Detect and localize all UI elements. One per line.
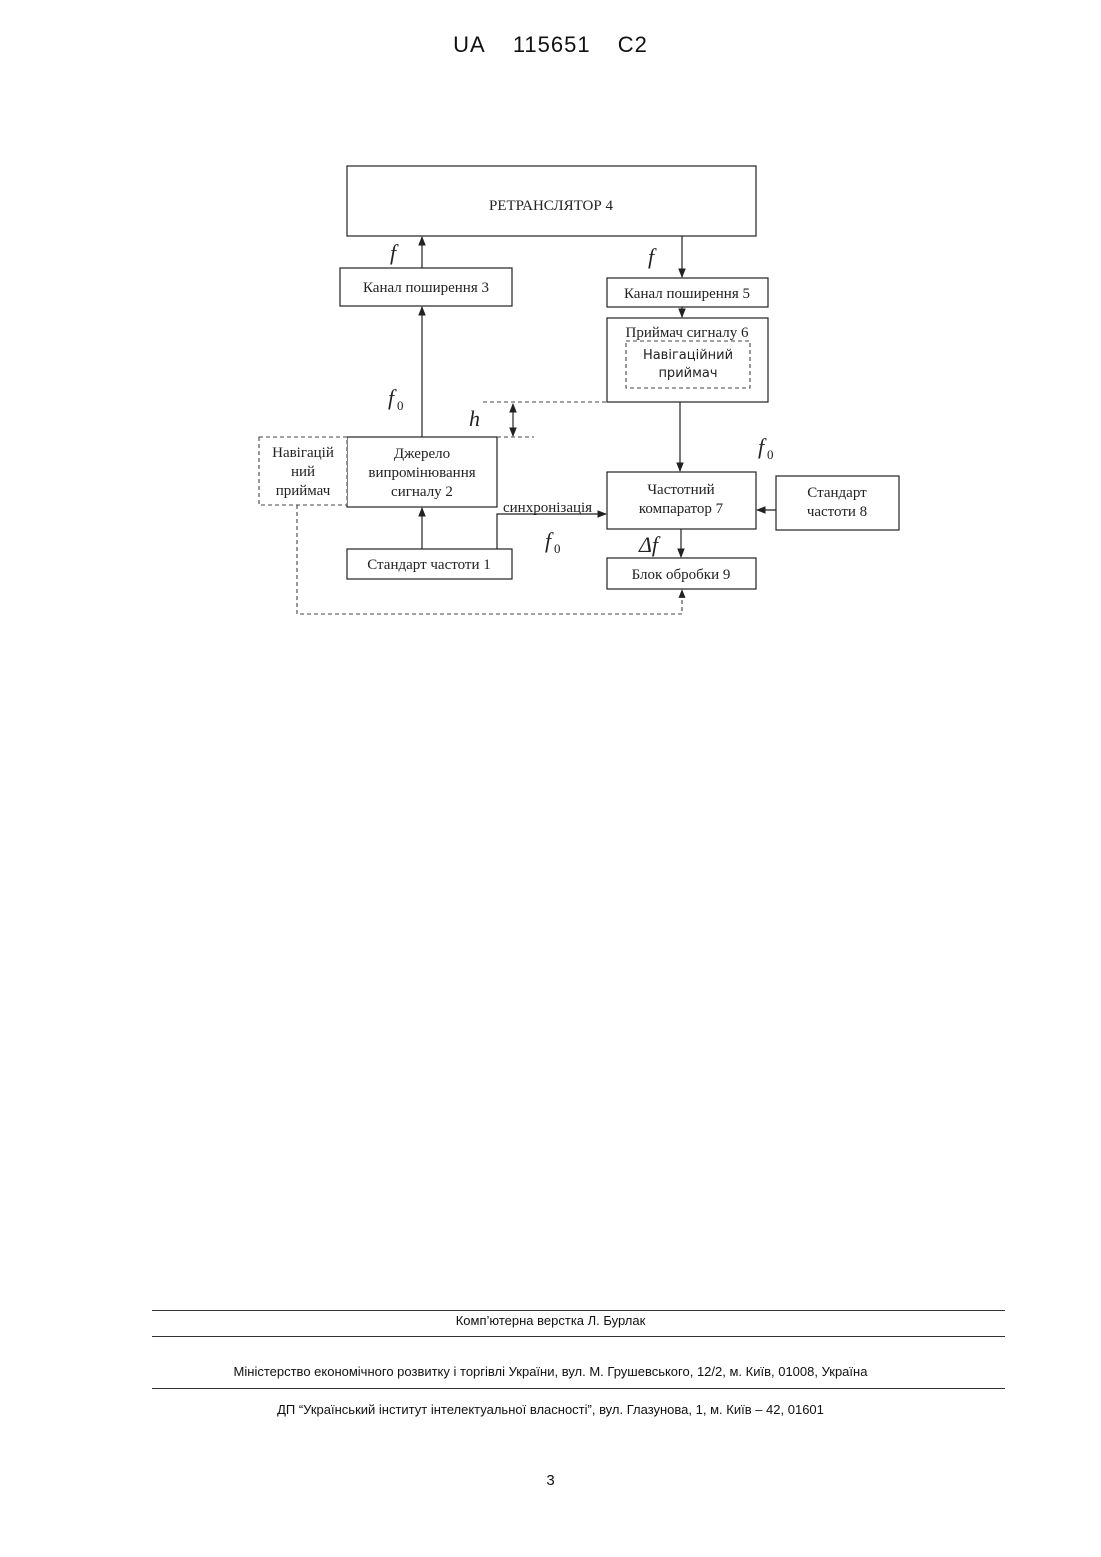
footer-rule-bottom — [152, 1388, 1005, 1389]
footer-ministry: Міністерство економічного розвитку і тор… — [0, 1364, 1101, 1379]
symbol-delta-f: Δf — [638, 532, 661, 557]
comparator7-line2: компаратор 7 — [639, 501, 724, 517]
sync-label: синхронізація — [503, 500, 592, 516]
standard8-line2: частоти 8 — [807, 504, 867, 520]
symbol-f0-standard-sub: 0 — [554, 541, 561, 556]
symbol-f-right: f — [648, 244, 657, 269]
nav-receiver-left-box: Навігацій ний приймач — [259, 437, 347, 505]
footer-layout: Комп’ютерна верстка Л. Бурлак — [0, 1313, 1101, 1328]
symbol-f-left: f — [390, 240, 399, 265]
source2-line2: випромінювання — [368, 465, 475, 481]
channel3-box: Канал поширення 3 — [340, 268, 512, 306]
symbol-h: h — [469, 406, 480, 431]
channel3-label: Канал поширення 3 — [363, 280, 489, 296]
block9-box: Блок обробки 9 — [607, 558, 756, 589]
channel5-box: Канал поширення 5 — [607, 278, 768, 307]
symbol-f0-comparator-sub: 0 — [767, 447, 774, 462]
nav-receiver-left-line3: приймач — [276, 483, 331, 499]
nav-receiver-inner-line1: Навігаційний — [643, 348, 733, 363]
nav-receiver-inner-line2: приймач — [658, 366, 717, 381]
footer-institute: ДП “Український інститут інтелектуальної… — [0, 1402, 1101, 1417]
standard1-box: Стандарт частоти 1 — [347, 549, 512, 579]
receiver6-label: Приймач сигналу 6 — [625, 325, 749, 341]
page-number: 3 — [0, 1472, 1101, 1489]
nav-receiver-left-line1: Навігацій — [272, 445, 334, 461]
source2-line1: Джерело — [394, 446, 450, 462]
retranslator-box: РЕТРАНСЛЯТОР 4 — [347, 166, 756, 236]
symbol-f0-source-sub: 0 — [397, 398, 404, 413]
symbol-f0-standard: f — [545, 528, 554, 553]
footer-rule-middle — [152, 1336, 1005, 1337]
comparator7-box: Частотний компаратор 7 — [607, 472, 756, 529]
symbol-f0-source: f — [388, 385, 397, 410]
standard8-box: Стандарт частоти 8 — [776, 476, 899, 530]
nav-receiver-left-line2: ний — [291, 464, 315, 480]
block-diagram: РЕТРАНСЛЯТОР 4 Канал поширення 3 Канал п… — [0, 0, 1101, 700]
footer-rule-top — [152, 1310, 1005, 1311]
receiver6-box: Приймач сигналу 6 Навігаційний приймач — [607, 318, 768, 402]
standard1-label: Стандарт частоти 1 — [367, 557, 490, 573]
channel5-label: Канал поширення 5 — [624, 286, 750, 302]
block9-label: Блок обробки 9 — [632, 567, 731, 583]
source2-box: Джерело випромінювання сигналу 2 — [347, 437, 497, 507]
symbol-f0-comparator: f — [758, 434, 767, 459]
retranslator-label: РЕТРАНСЛЯТОР 4 — [489, 198, 613, 214]
arrow-sync-to-comparator7 — [497, 514, 606, 549]
standard8-line1: Стандарт — [807, 485, 867, 501]
source2-line3: сигналу 2 — [391, 484, 453, 500]
comparator7-line1: Частотний — [647, 482, 714, 498]
